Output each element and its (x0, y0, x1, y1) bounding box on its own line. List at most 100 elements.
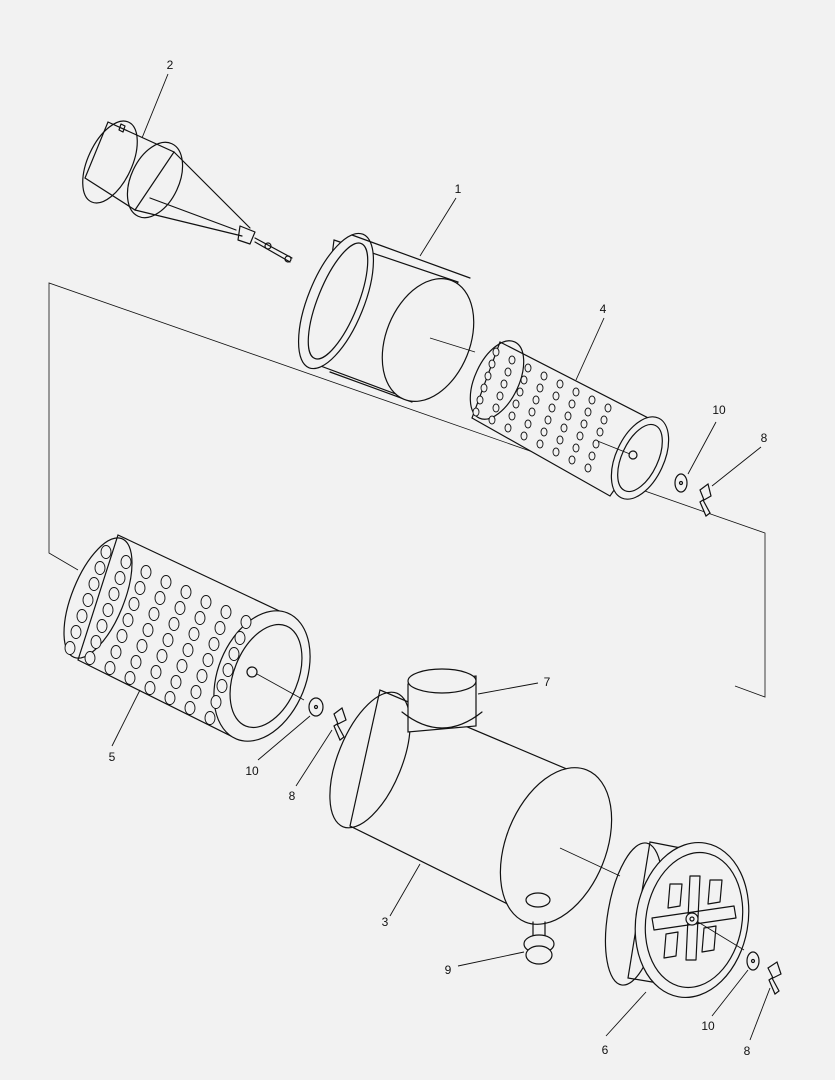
perforation-hole (568, 455, 576, 465)
perforation-hole (174, 601, 186, 615)
perforation-hole (592, 439, 600, 449)
perforation-hole (156, 649, 168, 663)
perforation-hole (572, 387, 580, 397)
callout-5: 5 (109, 750, 116, 764)
perforation-hole (240, 615, 252, 629)
perforation-hole (100, 545, 112, 559)
perforation-hole (182, 643, 194, 657)
perforation-hole (150, 665, 162, 679)
perforation-hole (540, 371, 548, 381)
perforation-hole (120, 555, 132, 569)
perforation-hole (216, 679, 228, 693)
perforation-hole (134, 581, 146, 595)
perforation-hole (128, 597, 140, 611)
perforation-hole (190, 685, 202, 699)
perforation-hole (160, 575, 172, 589)
perforation-hole (114, 571, 126, 585)
perforation-hole (204, 711, 216, 725)
perforation-hole (496, 391, 504, 401)
perforation-hole (520, 375, 528, 385)
perforation-hole (492, 347, 500, 357)
perforation-hole (194, 611, 206, 625)
perforation-hole (472, 407, 480, 417)
perforation-hole (180, 585, 192, 599)
perforation-hole (130, 655, 142, 669)
perforation-hole (580, 419, 588, 429)
perforation-hole (584, 463, 592, 473)
perforation-hole (184, 701, 196, 715)
perforation-hole (70, 625, 82, 639)
perforation-hole (148, 607, 160, 621)
perforation-hole (208, 637, 220, 651)
perforation-hole (102, 603, 114, 617)
callout-8-lower: 8 (744, 1044, 751, 1058)
perforation-hole (476, 395, 484, 405)
perforation-hole (116, 629, 128, 643)
perforation-hole (228, 647, 240, 661)
perforation-hole (214, 621, 226, 635)
perforation-hole (552, 447, 560, 457)
part-4-inner-filter (469, 340, 670, 500)
perforation-hole (210, 695, 222, 709)
perforation-hole (82, 593, 94, 607)
perforation-hole (488, 415, 496, 425)
perforation-hole (136, 639, 148, 653)
callout-1: 1 (455, 182, 462, 196)
perforation-hole (170, 675, 182, 689)
perforation-hole (144, 681, 156, 695)
perforation-hole (604, 403, 612, 413)
perforation-hole (536, 439, 544, 449)
perforation-hole (556, 379, 564, 389)
perforation-hole (536, 383, 544, 393)
perforation-hole (524, 419, 532, 429)
callout-7: 7 (544, 675, 551, 689)
perforation-hole (516, 387, 524, 397)
part-6-end-cover (604, 841, 750, 999)
perforation-hole (544, 415, 552, 425)
perforation-hole (520, 431, 528, 441)
perforation-hole (162, 633, 174, 647)
perforation-hole (508, 411, 516, 421)
perforation-hole (140, 565, 152, 579)
perforation-hole (524, 363, 532, 373)
assembly-bracket-line (48, 282, 766, 698)
perforation-hole (504, 423, 512, 433)
perforation-hole (154, 591, 166, 605)
perforation-hole (124, 671, 136, 685)
callout-4: 4 (600, 302, 607, 316)
perforation-hole (88, 577, 100, 591)
perforation-hole (84, 651, 96, 665)
part-10-washer-upper (674, 473, 688, 493)
callout-3: 3 (382, 915, 389, 929)
perforation-hole (96, 619, 108, 633)
part-8-wing-nut-lower (767, 961, 782, 995)
perforation-hole (200, 595, 212, 609)
perforation-hole (528, 407, 536, 417)
perforation-hole (564, 411, 572, 421)
perforation-hole (600, 415, 608, 425)
perforation-hole (142, 623, 154, 637)
perforation-hole (196, 669, 208, 683)
perforation-hole (104, 661, 116, 675)
perforation-hole (500, 379, 508, 389)
part-2-intake-cap (82, 120, 293, 263)
perforation-hole (94, 561, 106, 575)
perforation-hole (596, 427, 604, 437)
perforation-hole (512, 399, 520, 409)
perforation-hole (532, 395, 540, 405)
callout-9: 9 (445, 963, 452, 977)
perforation-hole (504, 367, 512, 377)
part-10-washer-middle (308, 697, 324, 717)
perforation-hole (588, 451, 596, 461)
perforation-hole (188, 627, 200, 641)
perforation-hole (168, 617, 180, 631)
perforation-hole (480, 383, 488, 393)
perforation-hole (220, 605, 232, 619)
perforation-hole (576, 431, 584, 441)
perforation-hole (568, 399, 576, 409)
callout-6: 6 (602, 1043, 609, 1057)
perforation-hole (548, 403, 556, 413)
perforation-hole (556, 435, 564, 445)
